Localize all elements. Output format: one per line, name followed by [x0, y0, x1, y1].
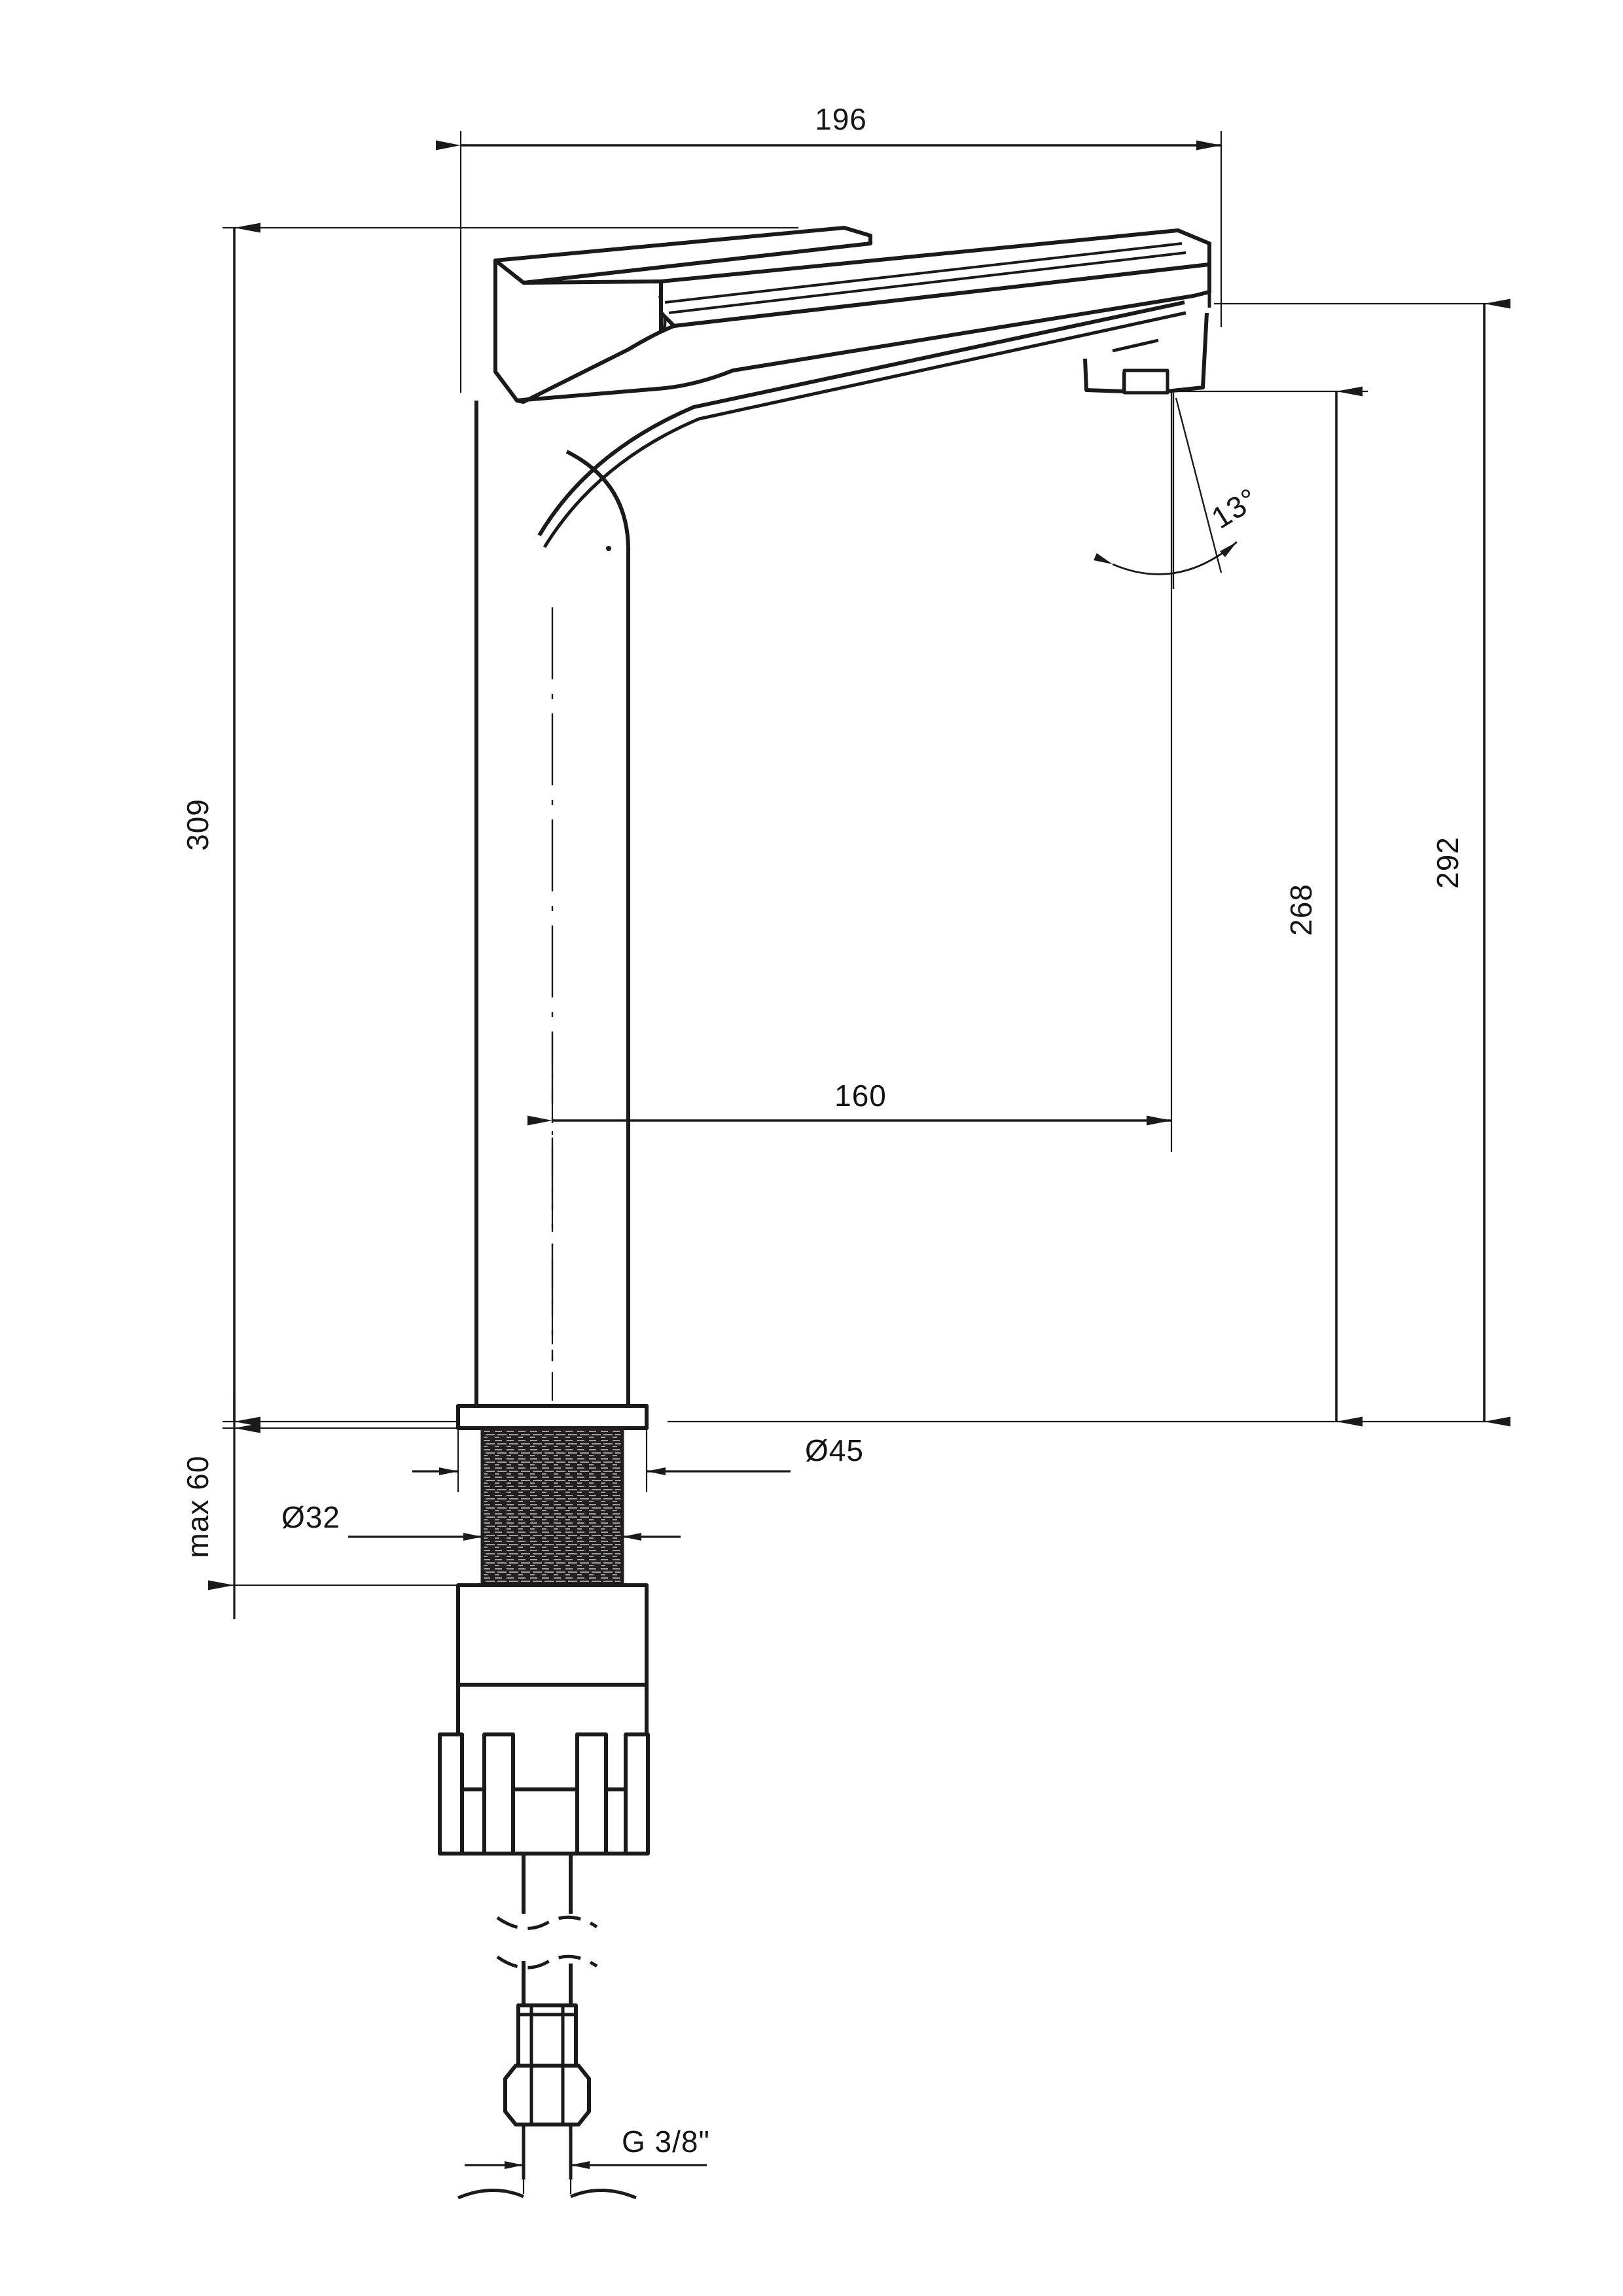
- dim-label-196: 196: [815, 102, 867, 136]
- flute-3: [575, 1732, 608, 1856]
- dimension-d45: [412, 1428, 791, 1492]
- dimension-196: [436, 131, 1222, 393]
- break-line-upper: [496, 1915, 598, 1930]
- flute-1: [438, 1732, 464, 1856]
- compression-fitting: [516, 2003, 578, 2068]
- mounting-nut-block: [456, 1583, 649, 1687]
- dim-label-268: 268: [1284, 884, 1318, 936]
- spout-underside-curve: [537, 300, 1185, 537]
- break-line-bottom-left: [457, 2188, 524, 2200]
- threaded-shank: [481, 1427, 624, 1587]
- dim-label-309: 309: [181, 798, 215, 851]
- dim-label-d32: Ø32: [281, 1500, 340, 1534]
- hex-nut: [503, 2064, 591, 2126]
- spout-lower-body: [515, 262, 1211, 404]
- aerator-face: [1122, 368, 1169, 395]
- dimension-max60: [208, 1394, 458, 1619]
- angle-arc: [1093, 541, 1238, 575]
- fillet-center-dot: [606, 546, 611, 551]
- base-flange: [456, 1404, 649, 1430]
- dim-label-292: 292: [1431, 836, 1465, 889]
- spout-top-highlight: [664, 242, 1183, 304]
- dimension-g38: [465, 2139, 707, 2194]
- dimension-292: [668, 298, 1510, 1427]
- flute-2: [482, 1732, 515, 1856]
- thread-edges: [480, 1428, 624, 1585]
- spout-top-highlight-2: [668, 251, 1186, 314]
- spout-underside-curve-2: [543, 311, 1186, 548]
- fluted-skirt: [438, 1732, 650, 1856]
- dimension-268: [1171, 386, 1368, 1427]
- dim-label-max60: max 60: [181, 1456, 215, 1558]
- dim-label-160: 160: [834, 1079, 887, 1113]
- faucet-body: [438, 226, 1211, 2200]
- dimension-309: [223, 223, 798, 1427]
- dim-label-g38: G 3/8": [622, 2125, 710, 2159]
- dimension-13deg: [1093, 393, 1238, 589]
- break-line-bottom-right: [570, 2188, 637, 2200]
- break-line-lower: [496, 1954, 598, 1969]
- dim-label-d45: Ø45: [805, 1433, 864, 1467]
- aerator-top-line: [1112, 338, 1159, 353]
- hex-nut-outline: [503, 2064, 591, 2126]
- column-shoulder-fillet: [565, 450, 630, 548]
- flute-4: [624, 1732, 650, 1856]
